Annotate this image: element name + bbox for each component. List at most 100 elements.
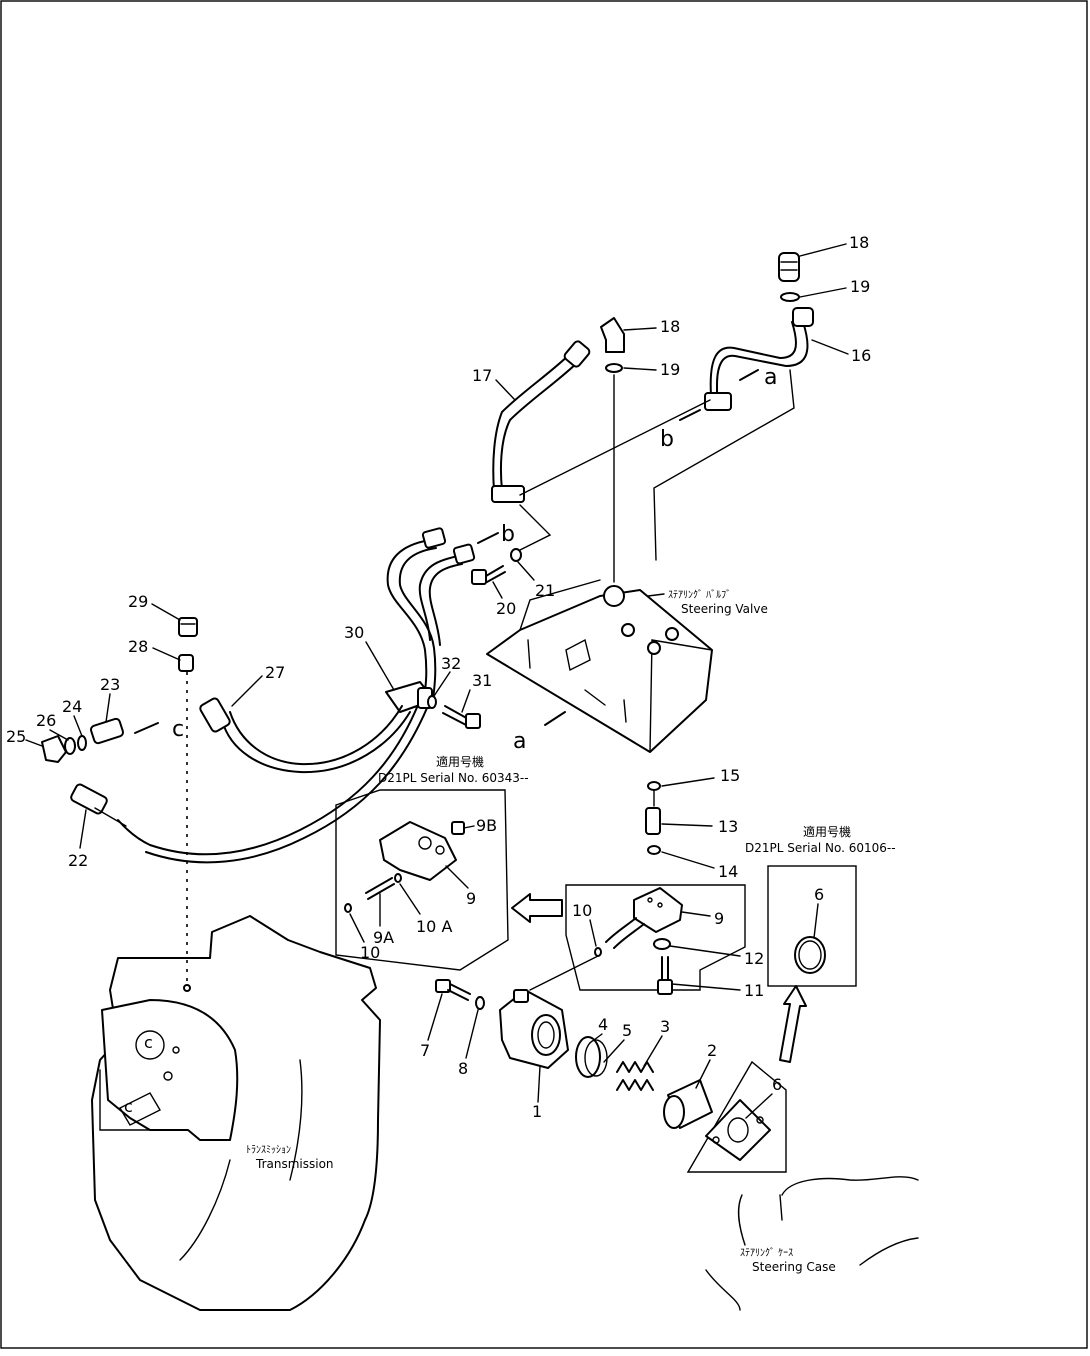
letter-a: a — [513, 729, 526, 754]
callout-6: 6 — [772, 1075, 782, 1094]
elbow-25 — [41, 735, 67, 763]
arrow-a — [739, 369, 759, 381]
callout-9: 9 — [466, 889, 476, 908]
hose-to-30 — [386, 527, 476, 701]
link-line — [519, 399, 711, 496]
arrow-b — [477, 532, 499, 544]
callout-26: 26 — [36, 711, 56, 730]
fitting-23 — [89, 717, 125, 745]
serial-labels: 適用号機 D21PL Serial No. 60343-- 適用号機 D21PL… — [378, 754, 896, 855]
letter-a: a — [764, 365, 777, 390]
link-line — [519, 504, 552, 551]
link-line — [529, 954, 601, 991]
letter-b: b — [660, 427, 674, 452]
ring-4 — [575, 1036, 601, 1078]
steering-case-label: Steering Case — [752, 1260, 836, 1274]
piston-2 — [663, 1079, 713, 1129]
letter-c: c — [144, 1033, 153, 1052]
letter-c: c — [172, 717, 184, 742]
fitting-13 — [645, 807, 661, 835]
elbow-fitting-18-middle — [600, 317, 625, 373]
reference-letters: a b b a c c c — [124, 365, 777, 1116]
steering-valve-label: Steering Valve — [681, 602, 768, 616]
callout-13: 13 — [718, 817, 738, 836]
serial-number: D21PL Serial No. 60343-- — [378, 771, 529, 785]
steering-case — [705, 1176, 919, 1311]
callout-23: 23 — [100, 675, 120, 694]
callout-17: 17 — [472, 366, 492, 385]
bolt-20 — [471, 565, 506, 585]
serial-title: 適用号機 — [803, 824, 851, 839]
elbow-fitting-18-top — [778, 252, 800, 302]
arrow-a — [544, 711, 566, 726]
washer-8 — [475, 996, 485, 1010]
callout-1: 1 — [532, 1102, 542, 1121]
callout-14: 14 — [718, 862, 738, 881]
arrow-b — [679, 409, 701, 421]
callout-19: 19 — [850, 277, 870, 296]
transmission-label: Transmission — [255, 1157, 334, 1171]
gasket-box-6 — [686, 1060, 787, 1173]
transmission-jp-label: ﾄﾗﾝｽﾐｯｼｮﾝ — [246, 1145, 291, 1156]
serial-box-60343 — [335, 789, 509, 971]
callout-12: 12 — [744, 949, 764, 968]
arrow-detail — [511, 893, 563, 923]
callout-18: 18 — [849, 233, 869, 252]
callout-2: 2 — [707, 1041, 717, 1060]
bolt-31 — [442, 705, 481, 729]
bolt-7 — [435, 979, 471, 1001]
callout-27: 27 — [265, 663, 285, 682]
assembly-labels: ｽﾃｱﾘﾝｸﾞ ﾊﾞﾙﾌﾞ Steering Valve ﾄﾗﾝｽﾐｯｼｮﾝ T… — [246, 589, 836, 1274]
serial-box-60106 — [767, 865, 857, 987]
bolt-11 — [657, 956, 673, 995]
steering-valve-jp-label: ｽﾃｱﾘﾝｸﾞ ﾊﾞﾙﾌﾞ — [668, 589, 731, 601]
link-line — [653, 369, 795, 561]
callout-15: 15 — [720, 766, 740, 785]
pipe-16 — [704, 307, 814, 411]
callout-3: 3 — [660, 1017, 670, 1036]
washer-26 — [64, 737, 76, 755]
steering-valve — [486, 579, 713, 753]
callout-6: 6 — [814, 885, 824, 904]
callout-9: 9 — [714, 909, 724, 928]
washer-24 — [77, 735, 87, 751]
arrow-c — [134, 722, 159, 734]
callout-19: 19 — [660, 360, 680, 379]
arrow-up — [779, 985, 807, 1063]
callout-10: 10 — [572, 901, 592, 920]
fitting-28 — [178, 654, 194, 672]
fitting-29 — [178, 617, 198, 637]
callout-28: 28 — [128, 637, 148, 656]
housing-1 — [499, 989, 569, 1069]
letter-b: b — [501, 522, 515, 547]
steering-case-jp-label: ｽﾃｱﾘﾝｸﾞ ｹｰｽ — [740, 1247, 793, 1259]
callout-10a: 10 A — [416, 917, 452, 936]
hose-27 — [199, 697, 411, 774]
callout-9a: 9A — [373, 928, 394, 947]
callout-21: 21 — [535, 581, 555, 600]
spring-3 — [616, 1061, 654, 1091]
callout-32: 32 — [441, 654, 461, 673]
hose-22 — [70, 704, 428, 864]
callout-5: 5 — [622, 1021, 632, 1040]
o-ring-14 — [647, 845, 661, 855]
callout-25: 25 — [6, 727, 26, 746]
callout-4: 4 — [598, 1015, 608, 1034]
callout-16: 16 — [851, 346, 871, 365]
washer-32 — [427, 695, 437, 709]
transmission — [91, 915, 381, 1311]
callout-labels: 18 19 16 18 19 17 21 20 29 28 27 30 32 3… — [6, 233, 871, 1121]
callout-18: 18 — [660, 317, 680, 336]
callout-20: 20 — [496, 599, 516, 618]
callout-29: 29 — [128, 592, 148, 611]
callout-22: 22 — [68, 851, 88, 870]
detail-box-9 — [565, 884, 746, 991]
washer-21 — [510, 548, 522, 562]
callout-24: 24 — [62, 697, 82, 716]
callout-7: 7 — [420, 1041, 430, 1060]
pipe-17 — [491, 340, 591, 503]
callout-11: 11 — [744, 981, 764, 1000]
